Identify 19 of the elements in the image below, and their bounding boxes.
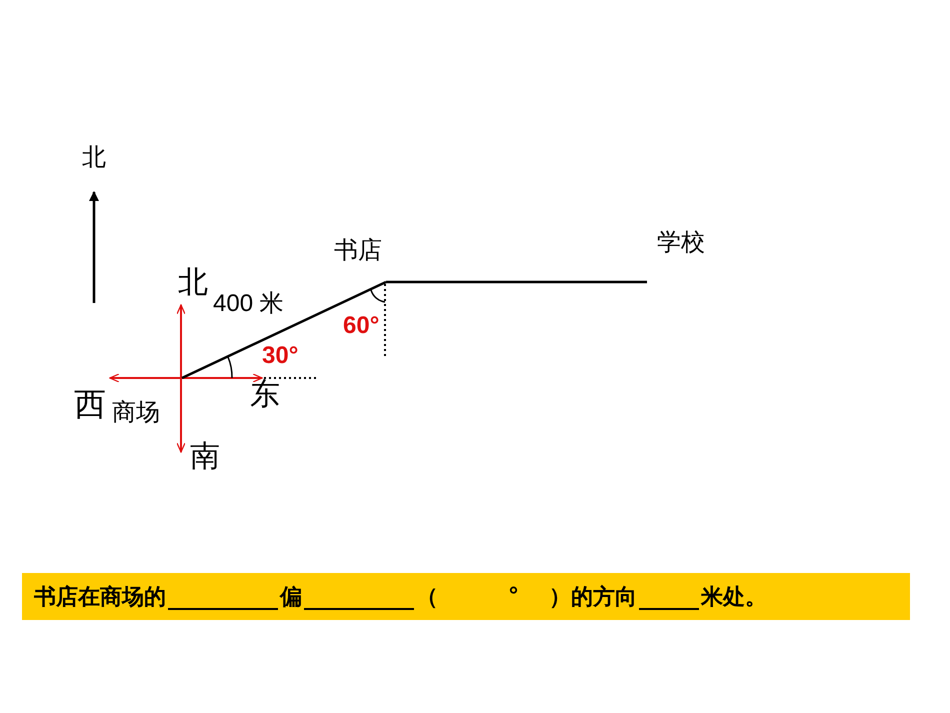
angle-label: 30° <box>262 344 298 368</box>
direction-label: 西 <box>74 388 106 420</box>
direction-label: 北 <box>178 268 208 298</box>
sentence-text: 米处。 <box>701 584 767 612</box>
sentence-text: 偏 <box>280 584 302 612</box>
sentence-text: 书店在商场的 <box>34 584 166 612</box>
route-line <box>386 280 647 284</box>
direction-label: 北 <box>82 145 106 169</box>
place-name: 书店 <box>334 238 382 262</box>
sentence-text: （ <box>416 584 438 612</box>
place-name: 学校 <box>657 230 705 254</box>
direction-label: 南 <box>190 442 220 472</box>
edge-label: 400 米 <box>213 292 284 316</box>
route-line <box>181 280 387 380</box>
direction-label: 东 <box>250 380 280 410</box>
angle-label: 60° <box>343 314 380 338</box>
sentence-text: ）的方向 <box>549 584 637 612</box>
sentence-text: ° <box>508 584 519 609</box>
place-name: 商场 <box>112 400 160 424</box>
